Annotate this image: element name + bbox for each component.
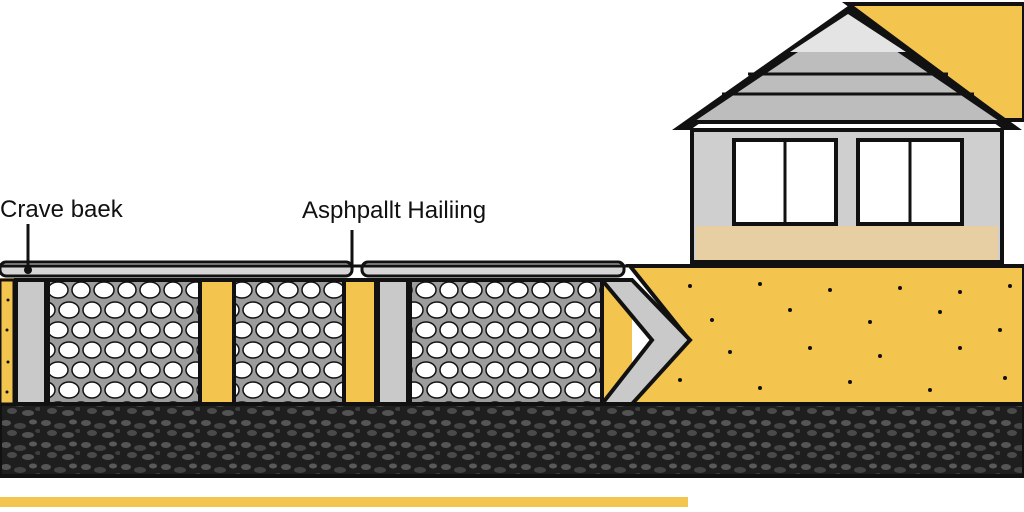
pointer-left-dot — [24, 266, 32, 274]
stone-panel-1 — [46, 278, 202, 406]
gravel-layer — [0, 402, 1024, 478]
stone-panel-3 — [408, 278, 604, 406]
top-rail-right — [360, 260, 626, 278]
house-icon — [672, 2, 1024, 264]
sand-dots — [5, 282, 1012, 394]
yellow-spacer-1 — [198, 278, 236, 406]
left-edge-strip — [0, 278, 16, 406]
gray-post-1 — [14, 278, 48, 406]
bottom-yellow-line — [0, 497, 688, 507]
yellow-spacer-2 — [342, 278, 378, 406]
gray-post-2 — [376, 278, 410, 406]
stone-panel-2 — [232, 278, 346, 406]
label-asphalt-hailing: Asphpallt Hailiing — [302, 197, 487, 224]
top-rail-left — [0, 260, 354, 278]
gray-chevron-edge — [597, 278, 693, 406]
label-crave-baek: Crave baek — [0, 196, 123, 223]
